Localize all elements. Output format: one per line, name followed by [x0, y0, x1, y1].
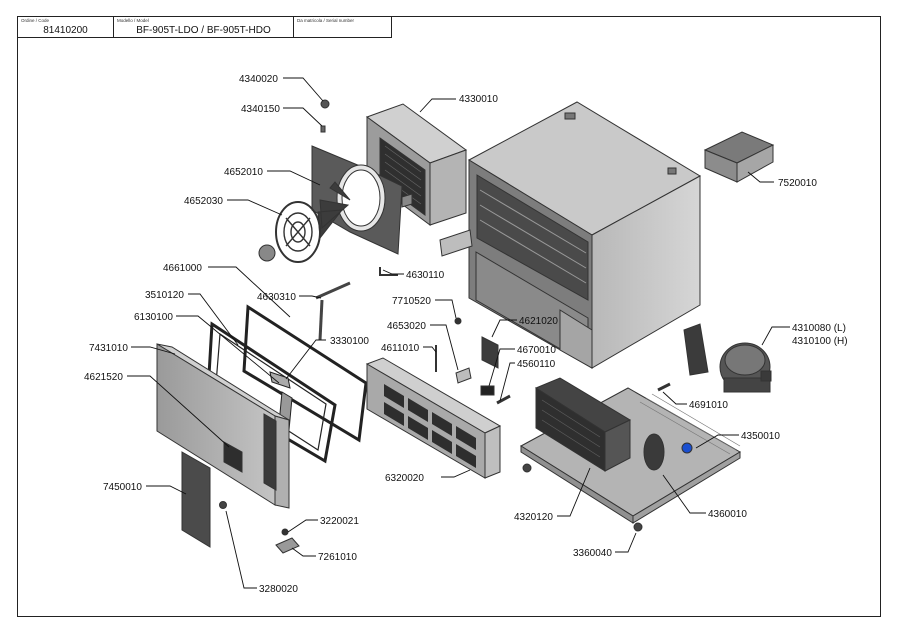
part-label: 6320020: [385, 473, 424, 484]
model-value: BF-905T-LDO / BF-905T-HDO: [136, 25, 271, 36]
order-code-value: 81410200: [43, 25, 88, 36]
part-label: 7450010: [103, 482, 142, 493]
part-label: 4310100 (H): [792, 336, 848, 347]
part-label: 4621020: [519, 316, 558, 327]
part-label: 7710520: [392, 296, 431, 307]
electronic-components: [379, 267, 671, 405]
fan-assembly: [258, 99, 403, 263]
part-label: 6130100: [134, 312, 173, 323]
door-panel: [156, 343, 290, 548]
part-label: 4310080 (L): [792, 323, 846, 334]
order-code-caption: Ordine / Code: [21, 18, 50, 23]
leader-lines: [127, 77, 790, 589]
hinge-rod: [315, 281, 351, 300]
bracket-small: [275, 528, 300, 554]
order-code-cell: Ordine / Code 81410200: [17, 16, 114, 38]
part-label: 7431010: [89, 343, 128, 354]
part-label: 3360040: [573, 548, 612, 559]
part-label: 4330010: [459, 94, 498, 105]
model-caption: Modello / Model: [117, 18, 149, 23]
part-label: 4560110: [517, 359, 556, 370]
part-label: 7520010: [778, 178, 817, 189]
serial-number-caption: Da matricola / Serial number: [297, 18, 355, 23]
part-label: 4670010: [517, 345, 556, 356]
part-label: 4320120: [514, 512, 553, 523]
model-cell: Modello / Model BF-905T-LDO / BF-905T-HD…: [113, 16, 294, 38]
part-label: 4630310: [257, 292, 296, 303]
condensing-base: [520, 377, 741, 532]
part-label: 7261010: [318, 552, 357, 563]
part-label: 3510120: [145, 290, 184, 301]
part-labels: 4340020 4340150 4330010 4652010 4652030 …: [84, 74, 848, 595]
part-label: 4652030: [184, 196, 223, 207]
serial-number-cell: Da matricola / Serial number: [293, 16, 392, 38]
cabinet: [467, 101, 702, 369]
part-label: 4611010: [381, 343, 420, 354]
part-label: 3280020: [259, 584, 298, 595]
part-label: 4652010: [224, 167, 263, 178]
front-grille: [365, 357, 502, 479]
part-label: 4630110: [406, 270, 445, 281]
part-label: 4340150: [241, 104, 280, 115]
hinge-pin: [318, 299, 324, 341]
part-label: 4621520: [84, 372, 123, 383]
drip-tray: [703, 131, 775, 183]
part-label: 4340020: [239, 74, 278, 85]
part-label: 4360010: [708, 509, 747, 520]
part-label: 4653020: [387, 321, 426, 332]
evaporator-coil: [365, 103, 473, 257]
drawing-frame: [17, 16, 881, 617]
compressor: [683, 323, 772, 393]
part-label: 4661000: [163, 263, 202, 274]
part-label: 3330100: [330, 336, 369, 347]
part-label: 4691010: [689, 400, 728, 411]
part-label: 4350010: [741, 431, 780, 442]
part-label: 3220021: [320, 516, 359, 527]
